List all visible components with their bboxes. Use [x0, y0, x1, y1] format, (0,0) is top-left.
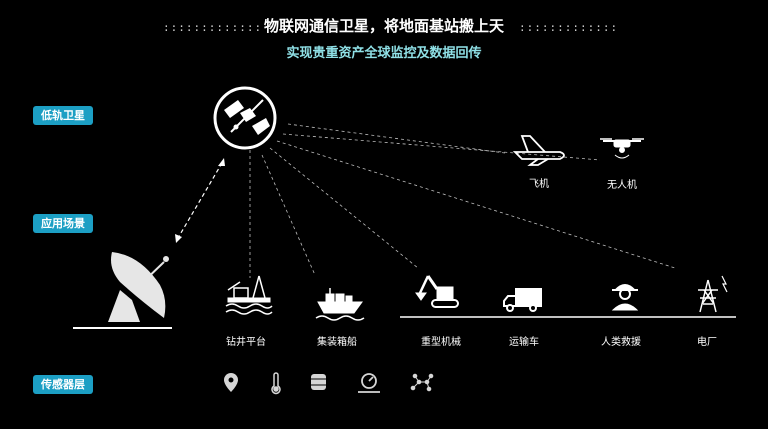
drone-icon	[600, 138, 644, 159]
scene-label-power-plant: 电厂	[697, 337, 717, 348]
layer-badge-satellite: 低轨卫星	[33, 106, 93, 125]
location-pin-icon	[224, 373, 238, 392]
excavator-icon	[415, 275, 459, 308]
satellite-icon	[213, 86, 277, 150]
title-dots-right: :::::::::::::	[519, 21, 619, 34]
page-subtitle: 实现贵重资产全球监控及数据回传	[286, 46, 482, 61]
satellite-dish-icon	[73, 252, 172, 329]
thermometer-icon	[271, 372, 281, 395]
power-pylon-icon	[698, 275, 728, 313]
scene-label-container-ship: 集装箱船	[317, 337, 357, 348]
rescue-worker-icon	[611, 284, 639, 311]
title-dots-left: :::::::::::::	[163, 21, 263, 34]
scene-label-human-rescue: 人类救援	[601, 337, 641, 348]
layer-badge-sensor: 传感器层	[33, 375, 93, 394]
scene-label-heavy-machinery: 重型机械	[421, 337, 461, 348]
container-ship-icon	[315, 288, 365, 321]
connection-lines	[249, 123, 676, 278]
scene-label-drilling-platform: 钻井平台	[226, 337, 266, 348]
gauge-icon	[358, 373, 380, 393]
scene-label-drone: 无人机	[607, 180, 637, 191]
airplane-icon	[512, 135, 565, 166]
page-title: 物联网通信卫星，将地面基站搬上天	[263, 17, 504, 35]
barrel-icon	[311, 374, 326, 390]
scene-label-transport-truck: 运输车	[509, 337, 539, 348]
drilling-platform-icon	[225, 275, 273, 315]
truck-icon	[503, 288, 542, 312]
uplink-arrow	[175, 158, 225, 243]
scene-label-airplane: 飞机	[529, 179, 549, 190]
molecule-icon	[410, 373, 434, 392]
layer-badge-application: 应用场景	[33, 214, 93, 233]
